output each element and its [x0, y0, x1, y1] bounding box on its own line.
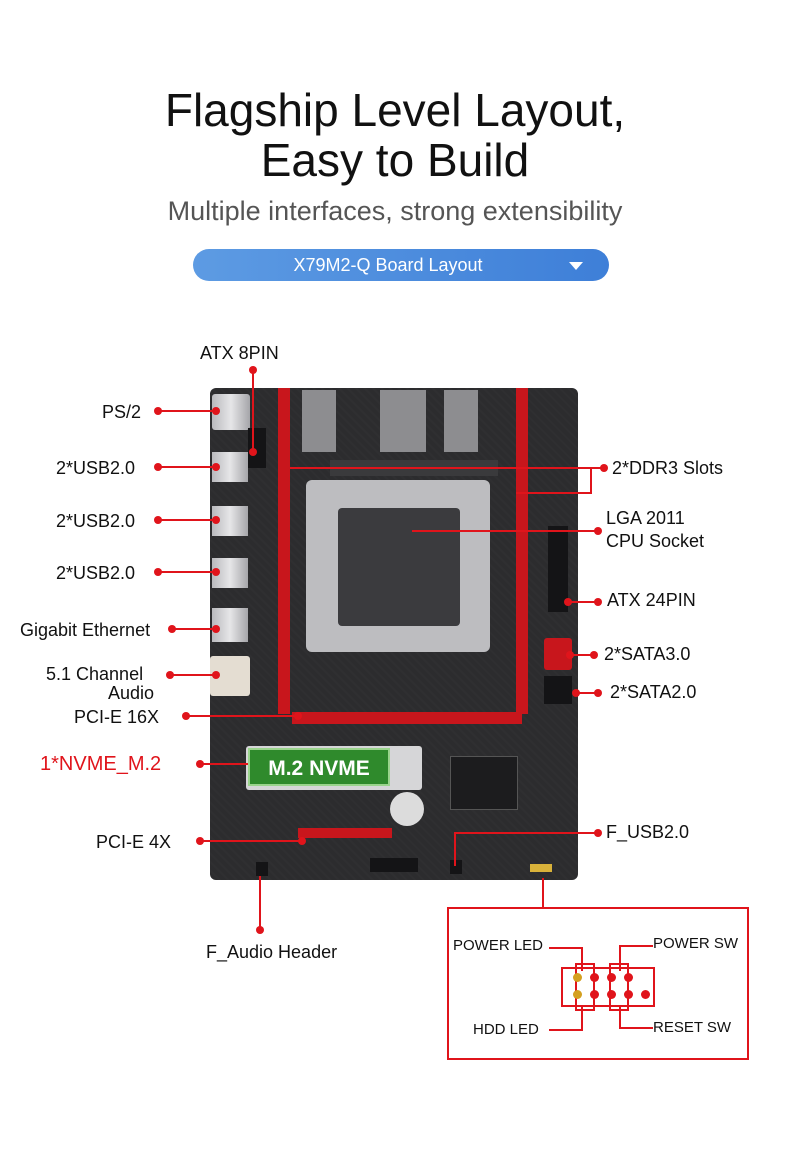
label-audio-line2: Audio — [108, 683, 155, 703]
label-sata2: 2*SATA2.0 — [610, 682, 697, 702]
pcie16-slot — [292, 712, 522, 724]
front-panel-header-diagram: POWER LED POWER SW HDD LED RESET SW — [447, 907, 749, 1060]
dropdown-label: X79M2-Q Board Layout — [293, 255, 483, 275]
cpu-socket — [306, 480, 490, 652]
ddr3-slot-1 — [278, 388, 290, 714]
label-nvme: 1*NVME_M.2 — [40, 753, 162, 775]
label-usb-a: 2*USB2.0 — [56, 458, 136, 478]
label-ethernet: Gigabit Ethernet — [20, 620, 151, 640]
cmos-battery — [390, 792, 424, 826]
label-pcie4: PCI-E 4X — [96, 832, 172, 852]
label-atx8pin: ATX 8PIN — [200, 343, 279, 363]
pcie4-slot — [298, 828, 392, 838]
vrm-heatsink-3 — [444, 390, 478, 452]
label-usb-c: 2*USB2.0 — [56, 563, 136, 583]
vrm-heatsink-2 — [380, 390, 426, 452]
page-subtitle: Multiple interfaces, strong extensibilit… — [167, 196, 623, 226]
sata2-ports — [544, 676, 572, 704]
page-title-line1: Flagship Level Layout, — [164, 84, 626, 136]
chipset-heatsink — [450, 756, 518, 810]
front-panel-pins — [530, 864, 552, 872]
label-f-audio: F_Audio Header — [206, 942, 338, 962]
label-ddr3: 2*DDR3 Slots — [612, 458, 724, 478]
label-f-usb: F_USB2.0 — [606, 822, 690, 842]
label-audio-line1: 5.1 Channel — [46, 664, 144, 684]
label-ps2: PS/2 — [102, 402, 142, 422]
f-audio-pins — [256, 862, 268, 876]
ddr3-slot-2 — [516, 388, 528, 714]
vrm-heatsink-1 — [302, 390, 336, 452]
page-title-line2: Easy to Build — [260, 134, 530, 186]
bottom-header — [370, 858, 418, 872]
label-cpu-line1: LGA 2011 — [606, 508, 685, 528]
motherboard-image: M.2 NVME — [210, 388, 578, 880]
label-cpu-line2: CPU Socket — [606, 531, 705, 551]
label-usb-b: 2*USB2.0 — [56, 511, 136, 531]
nvme-badge: M.2 NVME — [248, 748, 390, 786]
atx24pin-connector — [548, 526, 568, 612]
chevron-down-icon — [569, 262, 583, 270]
label-reset-sw: RESET SW — [653, 1019, 732, 1036]
label-sata3: 2*SATA3.0 — [604, 644, 691, 664]
f-usb-pins — [450, 860, 462, 874]
label-hdd-led: HDD LED — [473, 1021, 539, 1038]
board-layout-dropdown[interactable]: X79M2-Q Board Layout — [193, 249, 609, 281]
label-pcie16: PCI-E 16X — [74, 707, 160, 727]
label-atx24: ATX 24PIN — [607, 590, 696, 610]
label-power-led: POWER LED — [453, 937, 544, 954]
label-power-sw: POWER SW — [653, 935, 738, 952]
